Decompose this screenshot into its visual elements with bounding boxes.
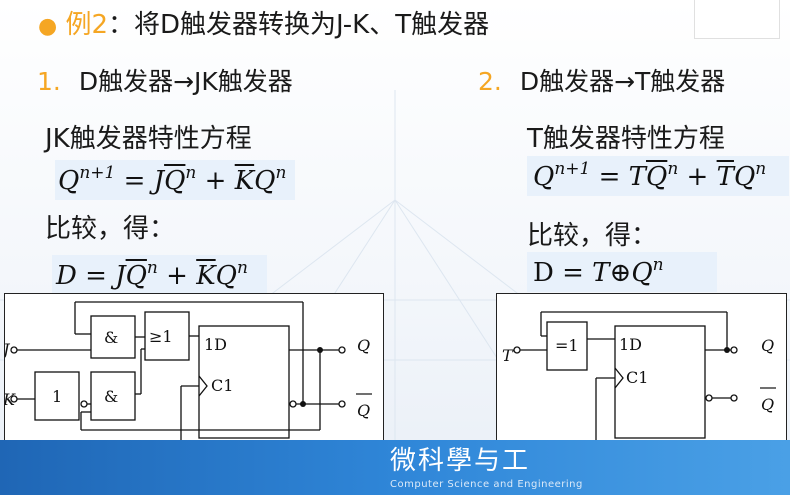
slide-title: ● 例2：将D触发器转换为J-K、T触发器	[38, 4, 489, 41]
footer-band	[0, 440, 790, 495]
bullet-icon: ●	[38, 14, 58, 39]
input-k-label: K	[5, 390, 16, 409]
output-q-label: Q	[357, 336, 370, 355]
left-formula-box	[55, 160, 295, 200]
left-subheading: JK触发器特性方程	[45, 124, 252, 154]
footer-subtitle: Computer Science and Engineering	[390, 479, 583, 490]
not-gate-label: 1	[52, 387, 62, 406]
right-result-box	[527, 252, 717, 292]
left-heading: 1. D触发器→JK触发器	[37, 62, 293, 98]
t-characteristic-equation: Qn+1 = TQn + TQn	[533, 159, 767, 192]
ff-d-input-label: 1D	[619, 335, 642, 354]
xor-gate-label: =1	[555, 336, 579, 355]
or-gate-label: ≥1	[149, 327, 173, 346]
footer-logo-text: 微科學与工	[390, 446, 531, 476]
output-qbar-label: Q	[761, 395, 774, 414]
jk-characteristic-equation: Qn+1 = JQn + KQn	[58, 163, 287, 196]
left-heading-text: D触发器→JK触发器	[78, 67, 293, 96]
title-text: ：将D触发器转换为J-K、T触发器	[108, 10, 490, 40]
right-formula-box	[527, 156, 789, 196]
left-result-box	[52, 255, 267, 295]
and-gate-2-label: &	[104, 387, 118, 406]
input-j-label: J	[5, 340, 11, 359]
t-circuit-schematic: =1 1D C1 T Q Q CP	[502, 311, 776, 482]
title-example-label: 例2	[65, 10, 109, 40]
right-compare-label: 比较，得：	[527, 221, 658, 251]
right-subheading: T触发器特性方程	[527, 124, 725, 154]
input-t-label: T	[502, 346, 514, 365]
right-heading-number: 2.	[478, 67, 502, 96]
output-q-label: Q	[761, 336, 774, 355]
corner-panel	[694, 0, 780, 39]
output-qbar-label: Q	[357, 401, 370, 420]
ff-d-input-label: 1D	[204, 335, 227, 354]
jk-d-equation: D = JQn + KQn	[56, 258, 248, 291]
t-d-equation: D = T⊕Qn	[533, 255, 664, 288]
right-heading: 2. D触发器→T触发器	[478, 62, 725, 98]
left-heading-number: 1.	[37, 67, 61, 96]
ff-clock-input-label: C1	[626, 368, 648, 387]
ff-clock-input-label: C1	[211, 376, 233, 395]
and-gate-1-label: &	[104, 328, 118, 347]
right-heading-text: D触发器→T触发器	[519, 67, 726, 96]
left-compare-label: 比较，得：	[45, 214, 176, 244]
